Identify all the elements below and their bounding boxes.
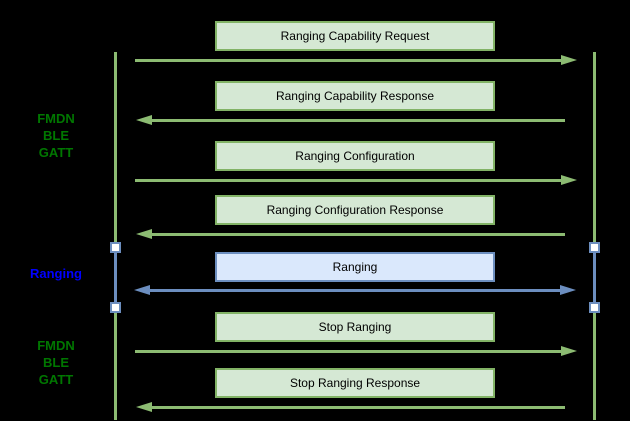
message-box: Ranging Configuration Response: [215, 195, 495, 225]
arrowhead-left-icon: [136, 115, 152, 125]
side-label-line: GATT: [38, 145, 74, 160]
side-label-ranging: Ranging: [0, 265, 112, 282]
arrow-line: [148, 406, 565, 409]
arrow-right: [135, 346, 577, 358]
message-box: Ranging Configuration: [215, 141, 495, 171]
message-box: Ranging Capability Request: [215, 21, 495, 51]
arrow-line: [148, 119, 565, 122]
arrowhead-right-icon: [560, 285, 576, 295]
arrow-right: [135, 175, 577, 187]
activation-bar-left: [114, 251, 117, 304]
activation-bar-right: [593, 251, 596, 304]
arrow-line: [135, 350, 565, 353]
arrow-line: [135, 179, 565, 182]
message-box: Ranging Capability Response: [215, 81, 495, 111]
arrow-line: [146, 289, 564, 292]
side-label-line: FMDN: [37, 338, 75, 353]
side-label-line: Ranging: [30, 266, 82, 281]
arrow-line: [148, 233, 565, 236]
message-box: Stop Ranging Response: [215, 368, 495, 398]
side-label-line: GATT: [38, 372, 74, 387]
side-label-fmdn-ble-gatt-bottom: FMDN BLE GATT: [0, 337, 112, 388]
activation-square: [589, 242, 600, 253]
arrow-bidirectional: [134, 285, 576, 297]
message-box: Ranging: [215, 252, 495, 282]
activation-square: [589, 302, 600, 313]
arrowhead-right-icon: [561, 55, 577, 65]
arrowhead-left-icon: [136, 229, 152, 239]
arrowhead-right-icon: [561, 346, 577, 356]
arrow-line: [135, 59, 565, 62]
arrow-right: [135, 55, 577, 67]
activation-square: [110, 302, 121, 313]
side-label-line: BLE: [43, 355, 69, 370]
arrowhead-left-icon: [136, 402, 152, 412]
lifeline-left: [114, 52, 117, 420]
side-label-line: BLE: [43, 128, 69, 143]
side-label-fmdn-ble-gatt-top: FMDN BLE GATT: [0, 110, 112, 161]
arrow-left: [136, 229, 565, 241]
activation-square: [110, 242, 121, 253]
arrowhead-left-icon: [134, 285, 150, 295]
side-label-line: FMDN: [37, 111, 75, 126]
arrow-left: [136, 115, 565, 127]
arrowhead-right-icon: [561, 175, 577, 185]
arrow-left: [136, 402, 565, 414]
message-box: Stop Ranging: [215, 312, 495, 342]
lifeline-right: [593, 52, 596, 420]
